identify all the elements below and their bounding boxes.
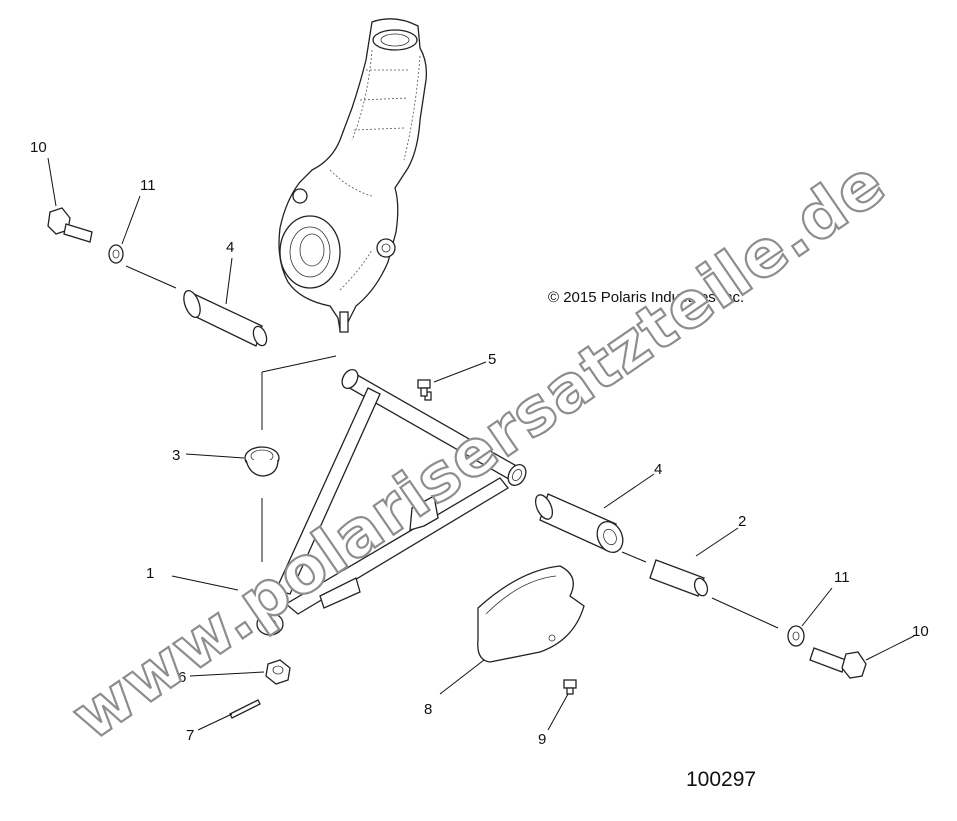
bolt-upper <box>47 207 93 243</box>
callout-1: 1 <box>146 565 154 582</box>
guard-plate <box>477 565 585 663</box>
callout-11-upper: 11 <box>140 177 156 194</box>
callout-10-upper: 10 <box>30 139 47 156</box>
steering-knuckle <box>278 18 428 333</box>
washer-right <box>787 625 805 647</box>
a-arm <box>256 369 527 636</box>
callout-6: 6 <box>178 669 186 686</box>
washer-upper <box>108 244 124 264</box>
callout-3: 3 <box>172 447 180 464</box>
callout-9: 9 <box>538 731 546 748</box>
callout-5: 5 <box>488 351 496 368</box>
callout-7: 7 <box>186 727 194 744</box>
callouts: 10 11 4 3 5 1 4 2 6 7 8 9 11 10 <box>30 139 929 748</box>
drawing-number: 100297 <box>686 768 756 791</box>
callout-4-upper: 4 <box>226 239 234 256</box>
cotter-pin <box>229 699 261 719</box>
nut <box>265 659 291 685</box>
callout-2: 2 <box>738 513 746 530</box>
callout-4-right: 4 <box>654 461 662 478</box>
copyright-notice: © 2015 Polaris Industries Inc. <box>548 289 744 306</box>
spacer <box>649 559 709 597</box>
bushing-right <box>534 493 624 554</box>
assembly-lines <box>125 265 779 629</box>
leader-lines <box>47 157 915 731</box>
callout-10-right: 10 <box>912 623 929 640</box>
bushing-upper <box>183 289 268 347</box>
bolt-right <box>809 647 867 679</box>
screw <box>563 679 577 695</box>
callout-8: 8 <box>424 701 432 718</box>
dust-cup <box>244 446 280 477</box>
grease-fitting <box>417 379 431 397</box>
callout-11-right: 11 <box>834 569 850 586</box>
